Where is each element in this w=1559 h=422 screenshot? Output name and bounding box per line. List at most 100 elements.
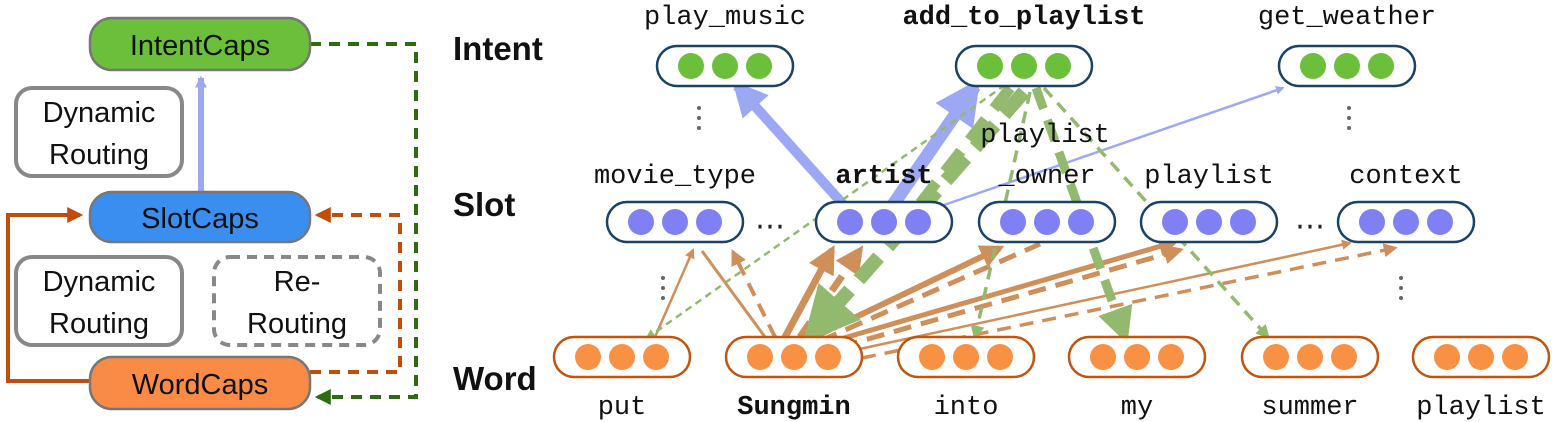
word-capsule-playlist-5 <box>1411 335 1551 379</box>
arrow-sungmin-to-playlist-dashed <box>839 244 1184 350</box>
slot-capsule-movie-type <box>605 200 745 244</box>
slot-neuron-dot <box>1034 209 1060 235</box>
word-neuron-dot <box>643 344 669 370</box>
vertical-ellipsis-slot-right <box>1399 276 1403 300</box>
word-label-into: into <box>934 393 999 422</box>
word-neuron-dot <box>1158 344 1184 370</box>
slot-label-movie-type: movie_type <box>594 162 756 192</box>
slot-neuron-dot <box>1162 209 1188 235</box>
intent-label-get-weather: get_weather <box>1258 3 1436 33</box>
dynamic-routing-bottom-line1: Dynamic <box>43 266 156 298</box>
word-neuron-dot <box>1297 344 1323 370</box>
intent-neuron-dot <box>1368 53 1394 79</box>
word-neuron-dot <box>919 344 945 370</box>
arrow-artist-to-add-to-playlist <box>882 78 981 216</box>
slot-label-playlist-owner-line1: playlist <box>980 121 1110 151</box>
slot-neuron-dot <box>1068 209 1094 235</box>
intent-neuron-dot <box>1045 53 1071 79</box>
slot-neuron-dot <box>905 209 931 235</box>
row-label-word: Word <box>453 360 537 397</box>
word-neuron-dot <box>987 344 1013 370</box>
intent-neuron-dot <box>1300 53 1326 79</box>
word-label-my: my <box>1121 393 1153 422</box>
re-routing-line2: Routing <box>247 308 347 340</box>
slot-ellipsis-right: ⋯ <box>1295 210 1325 243</box>
intent-neuron-dot <box>678 53 704 79</box>
slot-neuron-dot <box>837 209 863 235</box>
slot-caps-label: SlotCaps <box>141 203 259 235</box>
slot-capsule-artist <box>814 200 954 244</box>
word-neuron-dot <box>953 344 979 370</box>
dynamic-routing-top-line1: Dynamic <box>43 97 156 129</box>
slot-capsule-playlist-owner <box>977 200 1117 244</box>
word-neuron-dot <box>609 344 635 370</box>
routing-arrows <box>645 78 1398 360</box>
word-label-summer: summer <box>1261 393 1358 422</box>
word-neuron-dot <box>1331 344 1357 370</box>
slot-neuron-dot <box>662 209 688 235</box>
intent-neuron-dot <box>977 53 1003 79</box>
word-capsule-summer-4 <box>1240 335 1380 379</box>
slot-neuron-dot <box>628 209 654 235</box>
slot-label-artist: artist <box>835 162 932 192</box>
arrow-put-to-movie-type <box>653 248 695 338</box>
word-caps-label: WordCaps <box>132 369 268 401</box>
arrow-artist-to-play-music <box>732 80 854 216</box>
word-label-playlist: playlist <box>1416 393 1546 422</box>
intent-label-add-to-playlist: add_to_playlist <box>902 3 1145 33</box>
slot-neuron-dot <box>1230 209 1256 235</box>
dynamic-routing-bottom-box: Dynamic Routing <box>14 255 184 347</box>
row-label-slot: Slot <box>453 186 515 223</box>
intent-neuron-dot <box>746 53 772 79</box>
arrow-sungmin-to-movie-type-dashed <box>731 249 777 338</box>
arrow-sungmin-to-playlist <box>829 236 1179 345</box>
wordcaps-to-slotcaps-routing-arrow <box>6 207 90 383</box>
arrow-add-to-playlist-to-my <box>1031 86 1133 344</box>
vertical-ellipsis-intent-right <box>1347 106 1351 130</box>
word-neuron-dot <box>1468 344 1494 370</box>
slot-neuron-dot <box>1393 209 1419 235</box>
intent-neuron-dot <box>1334 53 1360 79</box>
vertical-ellipsis-slot-left <box>661 276 665 300</box>
word-neuron-dot <box>575 344 601 370</box>
word-neuron-dot <box>1434 344 1460 370</box>
re-routing-line1: Re- <box>274 266 321 298</box>
word-capsule-put-0 <box>552 335 692 379</box>
slot-neuron-dot <box>1196 209 1222 235</box>
intent-capsule-play-music <box>655 44 795 88</box>
word-neuron-dot <box>747 344 773 370</box>
dynamic-routing-top-line2: Routing <box>49 139 149 171</box>
slot-neuron-dot <box>871 209 897 235</box>
word-caps-box: WordCaps <box>88 355 312 411</box>
row-label-intent: Intent <box>453 30 543 67</box>
intent-capsule-add-to-playlist <box>954 44 1094 88</box>
slot-capsule-playlist <box>1139 200 1279 244</box>
intent-label-play-music: play_music <box>644 3 806 33</box>
dynamic-routing-top-box: Dynamic Routing <box>14 86 184 178</box>
word-neuron-dot <box>1124 344 1150 370</box>
slot-neuron-dot <box>1427 209 1453 235</box>
word-capsule-my-3 <box>1067 335 1207 379</box>
intent-neuron-dot <box>1011 53 1037 79</box>
word-neuron-dot <box>1090 344 1116 370</box>
slot-label-playlist: playlist <box>1144 162 1274 192</box>
slot-capsule-context <box>1336 200 1476 244</box>
word-label-put: put <box>598 393 647 422</box>
capsules-layer: play_music add_to_playlist get_weathermovi… <box>552 3 1551 422</box>
word-neuron-dot <box>781 344 807 370</box>
word-neuron-dot <box>815 344 841 370</box>
wordcaps-to-slotcaps-rerouting-arrow <box>310 207 402 374</box>
left-panel: IntentCaps SlotCaps WordCaps Dynamic Rou… <box>6 16 418 411</box>
word-capsule-sungmin-1 <box>724 335 864 379</box>
vertical-ellipsis-intent-left <box>697 106 701 130</box>
intent-neuron-dot <box>712 53 738 79</box>
slot-label-context: context <box>1349 162 1462 192</box>
slot-neuron-dot <box>1000 209 1026 235</box>
slot-label-playlist-owner-line2: _owner <box>997 162 1095 192</box>
slot-ellipsis-left: ⋯ <box>755 210 785 243</box>
word-neuron-dot <box>1263 344 1289 370</box>
slot-neuron-dot <box>696 209 722 235</box>
arrow-sungmin-to-context <box>854 239 1352 352</box>
dynamic-routing-bottom-line2: Routing <box>49 308 149 340</box>
